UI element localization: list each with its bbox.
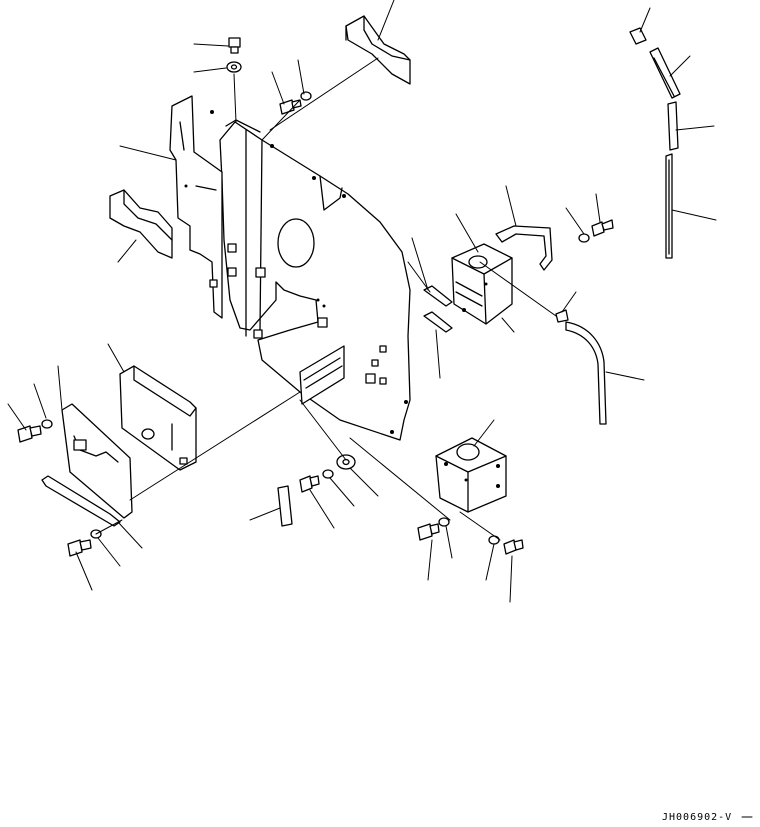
- washer: [41, 419, 53, 429]
- washer: [488, 535, 500, 545]
- hose: [565, 321, 607, 425]
- cushion-block-left: [109, 189, 173, 259]
- bolt: [503, 539, 524, 555]
- gasket: [423, 311, 453, 333]
- seal-strip-long: [665, 153, 673, 259]
- seal-strip-angled: [649, 47, 681, 99]
- bolt: [67, 539, 92, 557]
- washer: [438, 517, 450, 527]
- bolt: [17, 425, 42, 443]
- side-bracket: [169, 95, 223, 319]
- cover-plate: [61, 403, 133, 519]
- gasket: [423, 285, 453, 307]
- drawing-code: JH006902-V: [662, 812, 732, 823]
- washer: [226, 61, 242, 73]
- callout-leaders: [7, 0, 717, 603]
- bolt: [417, 523, 440, 541]
- washer: [300, 91, 312, 101]
- washer: [322, 469, 334, 479]
- spacer-bar: [277, 485, 293, 527]
- bolt: [228, 37, 241, 54]
- tank-bracket: [495, 225, 553, 271]
- washer: [578, 233, 590, 243]
- assembly-lines: [95, 57, 557, 541]
- reservoir-tank: [451, 243, 513, 325]
- main-panel: [219, 119, 411, 441]
- lower-tank: [435, 437, 507, 513]
- seal-strip-mid: [667, 101, 679, 151]
- cushion-block-top: [345, 15, 411, 85]
- bolt: [299, 475, 320, 493]
- bracket-strap: [41, 475, 121, 527]
- controller-cover: [119, 365, 197, 471]
- bolt: [591, 219, 614, 237]
- lower-plate: [299, 345, 345, 405]
- seal-strip-small: [629, 27, 647, 45]
- washer-large: [336, 454, 356, 470]
